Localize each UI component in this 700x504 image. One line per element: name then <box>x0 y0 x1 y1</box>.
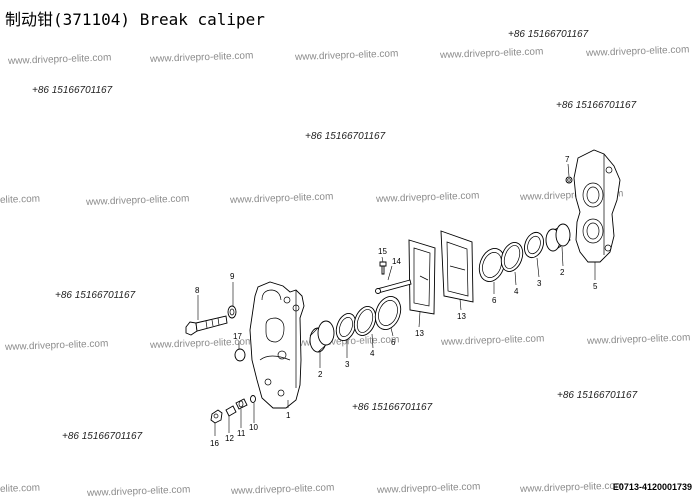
bleeder-valve <box>235 398 248 410</box>
retaining-ring-right <box>500 242 524 272</box>
bleeder-cap <box>225 405 237 417</box>
phone-number: +86 15166701167 <box>32 85 113 96</box>
bleeder-screw <box>210 409 223 424</box>
phone-number: +86 15166701167 <box>305 131 386 142</box>
callout-6: 6 <box>492 296 497 305</box>
callout-5: 5 <box>593 282 598 291</box>
bleeder-nipple <box>565 176 573 184</box>
piston <box>309 320 335 353</box>
callout-3: 3 <box>537 279 542 288</box>
callout-9: 9 <box>230 272 235 281</box>
page-title: 制动钳(371104) Break caliper <box>5 10 265 29</box>
callout-13: 13 <box>415 329 424 338</box>
brake-pad-left <box>408 239 436 315</box>
callout-6: 6 <box>391 338 396 347</box>
phone-number: +86 15166701167 <box>352 402 433 413</box>
caliper-housing-right <box>573 149 621 263</box>
brake-pad-right <box>440 230 474 303</box>
pad-retaining-bolt <box>379 261 387 275</box>
dust-boot-right <box>478 248 506 282</box>
callout-4: 4 <box>370 349 375 358</box>
seal-ring-right <box>523 231 545 259</box>
piston-right <box>545 223 571 252</box>
caliper-bolt <box>185 315 228 336</box>
callout-16: 16 <box>210 439 219 448</box>
callout-numbers: 1 2 2 3 3 4 4 5 6 6 7 8 9 10 11 12 13 13… <box>195 155 598 448</box>
callout-13: 13 <box>457 312 466 321</box>
leader-lines <box>197 163 596 436</box>
phone-number: +86 15166701167 <box>556 100 637 111</box>
guide-pin <box>375 279 412 294</box>
phone-number: +86 15166701167 <box>62 431 143 442</box>
callout-17: 17 <box>233 332 242 341</box>
phone-number: +86 15166701167 <box>55 290 136 301</box>
seal-ring-left <box>335 313 357 341</box>
callout-2: 2 <box>318 370 323 379</box>
callout-3: 3 <box>345 360 350 369</box>
phone-number: +86 15166701167 <box>557 390 638 401</box>
phone-number: +86 15166701167 <box>508 29 589 40</box>
callout-12: 12 <box>225 434 234 443</box>
washer <box>227 305 237 319</box>
bleeder-seal <box>250 395 256 403</box>
drawing-code: E0713-4120001739 <box>612 482 692 492</box>
caliper-housing-left <box>249 281 305 409</box>
callout-8: 8 <box>195 286 200 295</box>
callout-10: 10 <box>249 423 258 432</box>
callout-1: 1 <box>286 411 291 420</box>
callout-14: 14 <box>392 257 401 266</box>
callout-11: 11 <box>237 429 246 438</box>
callout-2: 2 <box>560 268 565 277</box>
callout-15: 15 <box>378 247 387 256</box>
dust-boot-left <box>374 296 402 330</box>
plug <box>234 348 246 362</box>
callout-7: 7 <box>565 155 570 164</box>
callout-4: 4 <box>514 287 519 296</box>
retaining-ring-left <box>353 306 377 336</box>
